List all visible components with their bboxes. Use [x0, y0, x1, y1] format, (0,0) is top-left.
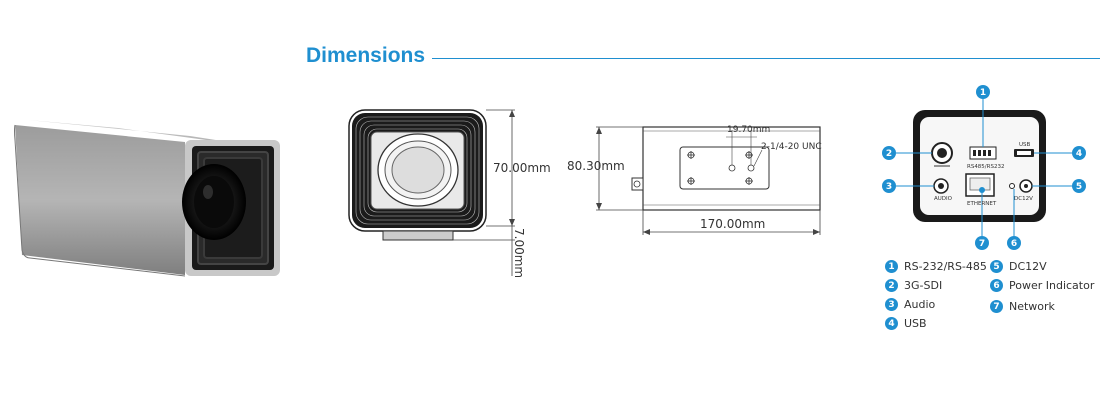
dc12v-port-label: DC12V: [1014, 196, 1033, 202]
legend-number: 2: [885, 279, 898, 292]
hole-spacing-label: 19.70mm: [727, 125, 771, 135]
rs485-port-label: RS485/RS232: [967, 164, 1004, 170]
section-title: Dimensions: [306, 44, 426, 67]
legend-label: DC12V: [1009, 260, 1047, 273]
legend-number: 4: [885, 317, 898, 330]
legend-item-power-indicator: 6 Power Indicator: [990, 279, 1094, 292]
legend-label: Audio: [904, 298, 936, 311]
side-length-label: 170.00mm: [700, 217, 766, 231]
callout-6: 6: [1011, 239, 1017, 249]
legend-number: 5: [990, 260, 1003, 273]
legend-item-audio: 3 Audio: [885, 298, 935, 311]
audio-port-label: AUDIO: [934, 196, 953, 202]
title-rule: [432, 58, 1100, 59]
thread-label: 2-1/4-20 UNC: [761, 142, 822, 152]
front-height-label: 70.00mm: [493, 161, 551, 175]
legend-number: 7: [990, 300, 1003, 313]
legend-number: 3: [885, 298, 898, 311]
callout-2: 2: [886, 149, 892, 159]
legend-label: USB: [904, 317, 927, 330]
legend-label: Network: [1009, 300, 1055, 313]
callout-4: 4: [1076, 149, 1082, 159]
legend-number: 1: [885, 260, 898, 273]
camera-product-image: [14, 120, 280, 277]
side-height-label: 80.30mm: [567, 159, 625, 173]
legend-item-sdi: 2 3G-SDI: [885, 279, 942, 292]
legend-label: 3G-SDI: [904, 279, 943, 292]
ethernet-port-label: ETHERNET: [967, 201, 997, 207]
legend-label: Power Indicator: [1009, 279, 1095, 292]
legend-item-usb: 4 USB: [885, 317, 927, 330]
legend-item-network: 7 Network: [990, 300, 1055, 313]
callout-7: 7: [979, 239, 985, 249]
usb-port-label: USB: [1019, 142, 1031, 148]
legend-item-rs232: 1 RS-232/RS-485: [885, 260, 987, 273]
callout-5: 5: [1076, 182, 1082, 192]
callout-1: 1: [980, 88, 986, 98]
legend-number: 6: [990, 279, 1003, 292]
legend-item-dc12v: 5 DC12V: [990, 260, 1047, 273]
front-bottom-label: 7.00mm: [512, 228, 526, 279]
callout-3: 3: [886, 182, 892, 192]
legend-label: RS-232/RS-485: [904, 260, 987, 273]
